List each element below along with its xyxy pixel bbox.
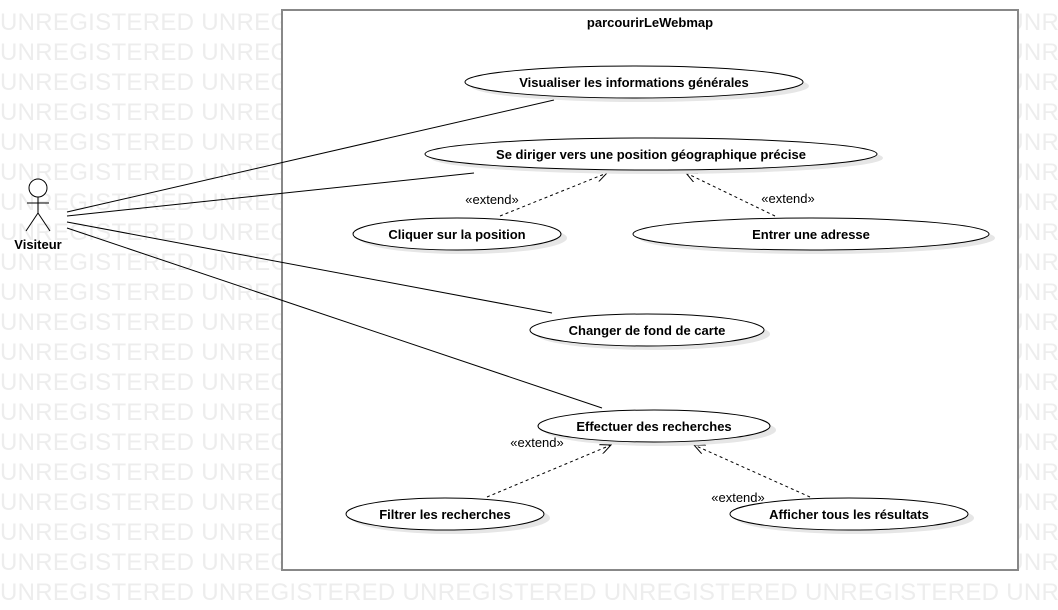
extend-arrow-cliquer[interactable] [499,173,607,217]
association-visualiser[interactable] [66,99,555,213]
system-title: parcourirLeWebmap [587,15,713,30]
use-case-label: Visualiser les informations générales [519,75,749,90]
watermark-row: UNREGISTERED UNREGISTERED UNREGISTERED U… [0,579,1058,606]
use-case-filtrer[interactable]: Filtrer les recherches [345,497,550,534]
extend-label-filtrer: «extend» [510,435,564,450]
use-case-label: Effectuer des recherches [576,419,731,434]
use-case-label: Entrer une adresse [752,227,870,242]
extend-arrow-entrer[interactable] [686,173,776,217]
actor-label: Visiteur [14,237,61,252]
use-case-label: Cliquer sur la position [388,227,525,242]
extend-relations [486,173,811,498]
use-case-effectuer[interactable]: Effectuer des recherches [537,409,776,446]
system-boundary-frame [281,9,1019,571]
use-case-label: Changer de fond de carte [569,323,726,338]
association-effectuer[interactable] [66,227,603,409]
use-case-entrer[interactable]: Entrer une adresse [632,217,995,254]
extend-label-cliquer: «extend» [465,192,519,207]
use-case-cliquer[interactable]: Cliquer sur la position [352,217,567,254]
use-case-label: Afficher tous les résultats [769,507,929,522]
use-case-afficher[interactable]: Afficher tous les résultats [729,497,974,534]
association-changer[interactable] [66,221,553,314]
use-case-diriger[interactable]: Se diriger vers une position géographiqu… [424,137,883,174]
actor-visiteur[interactable]: Visiteur [14,178,62,252]
stick-figure-icon [25,178,51,232]
extend-labels: «extend» «extend» «extend» «extend» [465,191,815,505]
extend-label-afficher: «extend» [711,490,765,505]
use-case-visualiser[interactable]: Visualiser les informations générales [464,65,809,102]
associations [66,99,603,409]
use-case-changer[interactable]: Changer de fond de carte [529,313,770,350]
association-diriger[interactable] [66,172,475,217]
extend-label-entrer: «extend» [761,191,815,206]
use-case-label: Se diriger vers une position géographiqu… [496,147,806,162]
system-boundary[interactable]: parcourirLeWebmap [281,9,1019,571]
use-case-label: Filtrer les recherches [379,507,511,522]
extend-arrow-filtrer[interactable] [486,445,611,498]
